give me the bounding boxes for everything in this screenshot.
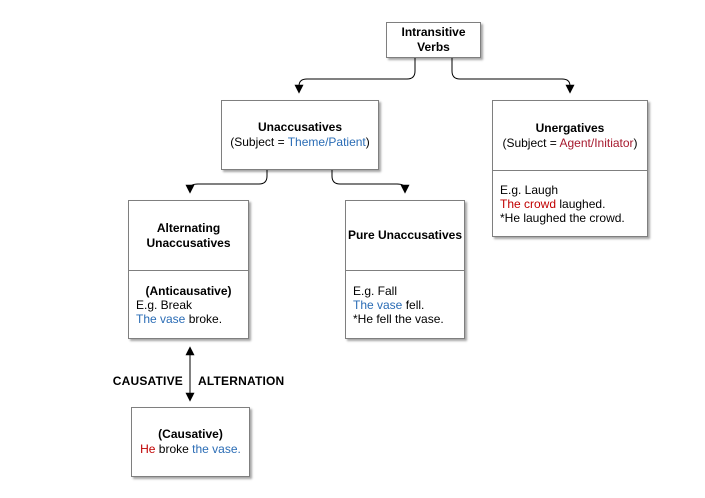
good-example: He broke the vase. [140, 442, 241, 457]
node-title: Unergatives [535, 120, 605, 135]
example-rest: broke. [185, 312, 223, 326]
connector-unaccusatives-to-pure [331, 170, 410, 194]
node-intransitive-verbs: Intransitive Verbs [386, 22, 481, 58]
node-pure-unaccusatives: Pure Unaccusatives E.g. Fall The vase fe… [345, 200, 465, 339]
subject-suffix: ) [633, 135, 638, 150]
node-subject-role: (Subject = Agent/Initiator) [502, 136, 637, 151]
node-title: Pure Unaccusatives [347, 228, 463, 242]
example-subject: The vase [353, 298, 403, 312]
example-rest: fell. [402, 298, 425, 312]
example-subject: The crowd [500, 197, 557, 211]
node-examples: E.g. Fall The vase fell. *He fell the va… [346, 270, 464, 339]
example-rest: laughed. [556, 197, 606, 211]
causative-alternation-label-right: ALTERNATION [198, 374, 285, 388]
causative-alternation-label-left: CAUSATIVE [112, 374, 183, 388]
node-alternating-unaccusatives: Alternating Unaccusatives (Anticausative… [128, 200, 249, 339]
node-examples: (Anticausative) E.g. Break The vase brok… [129, 270, 248, 339]
node-subject-role: (Subject = Theme/Patient) [230, 135, 370, 150]
subject-prefix: (Subject = [502, 135, 560, 150]
subject-role-value: Agent/Initiator [559, 135, 634, 150]
connector-root-to-unaccusatives [294, 58, 416, 94]
node-header: Pure Unaccusatives [346, 201, 464, 270]
subject-suffix: ) [365, 135, 370, 149]
node-unergatives: Unergatives (Subject = Agent/Initiator) … [492, 100, 648, 237]
example-subject: He [140, 442, 156, 456]
example-subject: The vase [136, 312, 186, 326]
example-label: E.g. Fall [353, 284, 398, 298]
subject-prefix: (Subject = [230, 135, 288, 149]
connector-unaccusatives-to-alternating [185, 170, 268, 194]
good-example: The vase broke. [129, 312, 248, 326]
node-title: Unaccusatives [257, 120, 343, 134]
node-title: Intransitive Verbs [401, 25, 466, 54]
good-example: The crowd laughed. [493, 197, 647, 211]
example-label: E.g. Break [136, 298, 193, 312]
connector-root-to-unergatives [451, 58, 575, 94]
node-header: Unergatives (Subject = Agent/Initiator) [493, 101, 647, 170]
bad-example: *He laughed the crowd. [500, 211, 625, 225]
node-unaccusatives: Unaccusatives (Subject = Theme/Patient) [221, 100, 379, 170]
example-object: the vase. [192, 442, 241, 456]
node-title: Alternating Unaccusatives [146, 220, 231, 250]
example-label: E.g. Laugh [500, 183, 559, 197]
example-verb: broke [155, 442, 193, 456]
node-subtitle: (Causative) [158, 427, 223, 441]
subject-role-value: Theme/Patient [287, 135, 366, 149]
node-header: Alternating Unaccusatives [129, 201, 248, 270]
node-examples: E.g. Laugh The crowd laughed. *He laughe… [493, 170, 647, 237]
bad-example: *He fell the vase. [353, 312, 444, 326]
good-example: The vase fell. [346, 298, 464, 312]
node-causative: (Causative) He broke the vase. [131, 407, 250, 477]
node-subtitle: (Anticausative) [145, 284, 232, 298]
